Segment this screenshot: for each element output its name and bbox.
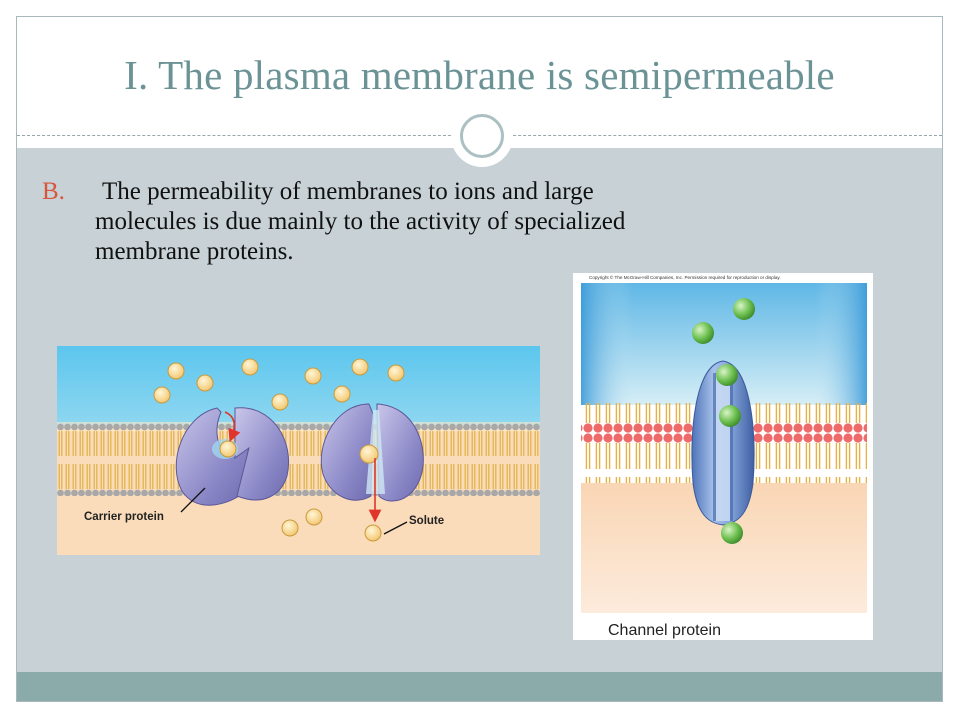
bullet-line-1: The permeability of membranes to ions an… (102, 178, 594, 205)
slide-frame: I. The plasma membrane is semipermeable … (16, 16, 943, 702)
ion-molecules (692, 298, 755, 544)
carrier-protein-figure: Carrier protein Solute (57, 346, 540, 555)
footer-bar (17, 672, 942, 701)
carrier-protein-illustration: Carrier protein Solute (57, 346, 540, 555)
bullet-line-2: molecules is due mainly to the activity … (95, 208, 626, 235)
solute-molecules (153, 358, 405, 542)
carrier-protein-closed (320, 403, 424, 523)
slide-title: I. The plasma membrane is semipermeable (124, 52, 835, 98)
channel-protein-caption: Channel protein (608, 622, 721, 639)
channel-protein-figure: Copyright © The McGraw-Hill Companies, I… (573, 273, 873, 640)
copyright-notice: Copyright © The McGraw-Hill Companies, I… (589, 274, 781, 280)
carrier-protein-label: Carrier protein (84, 511, 164, 523)
bullet-point: B. The permeability of membranes to ions … (42, 177, 842, 267)
bullet-marker: B. (42, 178, 65, 205)
channel-protein (691, 360, 755, 526)
circle-ornament-icon (460, 114, 504, 158)
bullet-line-3: membrane proteins. (95, 238, 294, 265)
carrier-protein-open (175, 407, 289, 506)
solute-label: Solute (409, 515, 444, 527)
channel-protein-illustration: Copyright © The McGraw-Hill Companies, I… (573, 273, 873, 640)
